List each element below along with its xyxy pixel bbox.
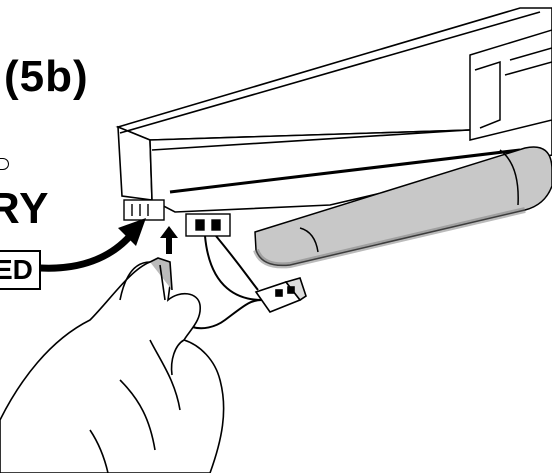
battery-tube-icon: [253, 146, 552, 269]
arrow-icon: [39, 218, 146, 272]
bullet-mark: [0, 158, 9, 170]
end-bracket: [469, 29, 552, 141]
up-arrow-icon: [160, 226, 178, 254]
boxed-label: ED: [0, 250, 41, 290]
step-label: (5b): [4, 52, 89, 101]
partial-heading: RY: [0, 184, 50, 233]
hand-icon: [0, 257, 225, 473]
connector-plug-icon: [254, 277, 307, 313]
